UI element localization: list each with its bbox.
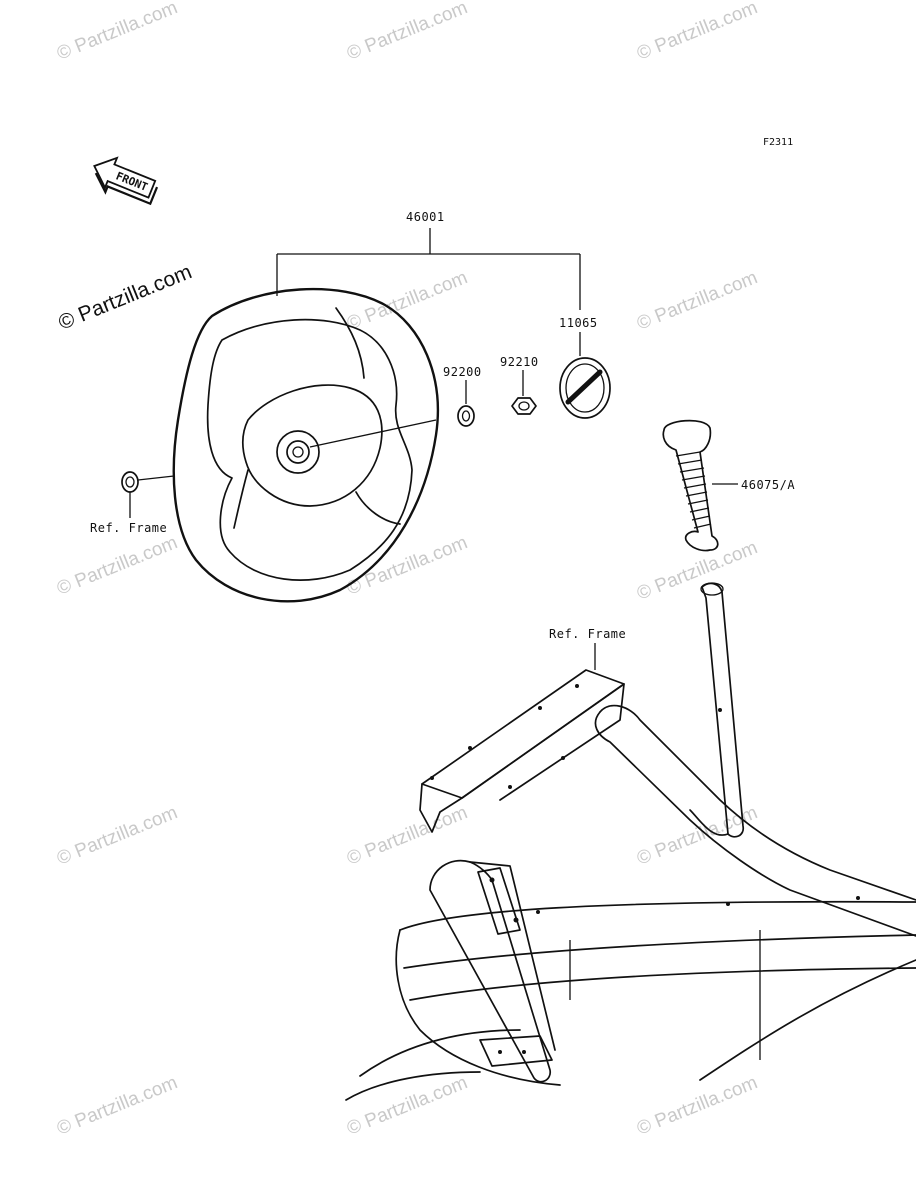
- watermark-tile: © Partzilla.com: [54, 802, 181, 869]
- nut: 92210: [500, 355, 539, 415]
- watermark-tile: © Partzilla.com: [634, 267, 761, 334]
- callout-46001: 46001: [276, 210, 581, 310]
- figure-code: F2311: [763, 137, 793, 148]
- watermark-tile: © Partzilla.com: [344, 532, 471, 599]
- front-arrow: FRONT: [93, 156, 159, 206]
- ref-frame-right-label: Ref. Frame: [549, 627, 626, 641]
- watermark-tile: © Partzilla.com: [344, 802, 471, 869]
- part-number-washer: 92200: [443, 365, 482, 379]
- watermark-tile: © Partzilla.com: [344, 0, 471, 65]
- grip: 46075/A: [662, 419, 795, 552]
- watermark-tile: © Partzilla.com: [54, 532, 181, 599]
- ref-frame-left-label: Ref. Frame: [90, 521, 167, 535]
- watermark-tiles: © Partzilla.com © Partzilla.com © Partzi…: [54, 0, 761, 1140]
- watermark-main: © Partzilla.com: [55, 260, 195, 334]
- vehicle-frame: [345, 582, 916, 1101]
- watermark-tile: © Partzilla.com: [54, 1072, 181, 1139]
- steering-wheel: [172, 287, 440, 603]
- ref-frame-right: Ref. Frame: [549, 627, 626, 670]
- part-number-grip: 46075/A: [741, 478, 795, 492]
- emblem: 11065: [559, 316, 611, 419]
- watermark-tile: © Partzilla.com: [344, 1072, 471, 1139]
- washer: 92200: [443, 365, 482, 427]
- part-number-emblem: 11065: [559, 316, 598, 330]
- watermark-tile: © Partzilla.com: [634, 537, 761, 604]
- watermark-tile: © Partzilla.com: [54, 0, 181, 65]
- part-number-nut: 92210: [500, 355, 539, 369]
- ref-frame-left: Ref. Frame: [90, 471, 175, 535]
- watermark-tile: © Partzilla.com: [634, 0, 761, 65]
- watermark-tile: © Partzilla.com: [634, 1072, 761, 1139]
- part-number-steering-wheel: 46001: [406, 210, 445, 224]
